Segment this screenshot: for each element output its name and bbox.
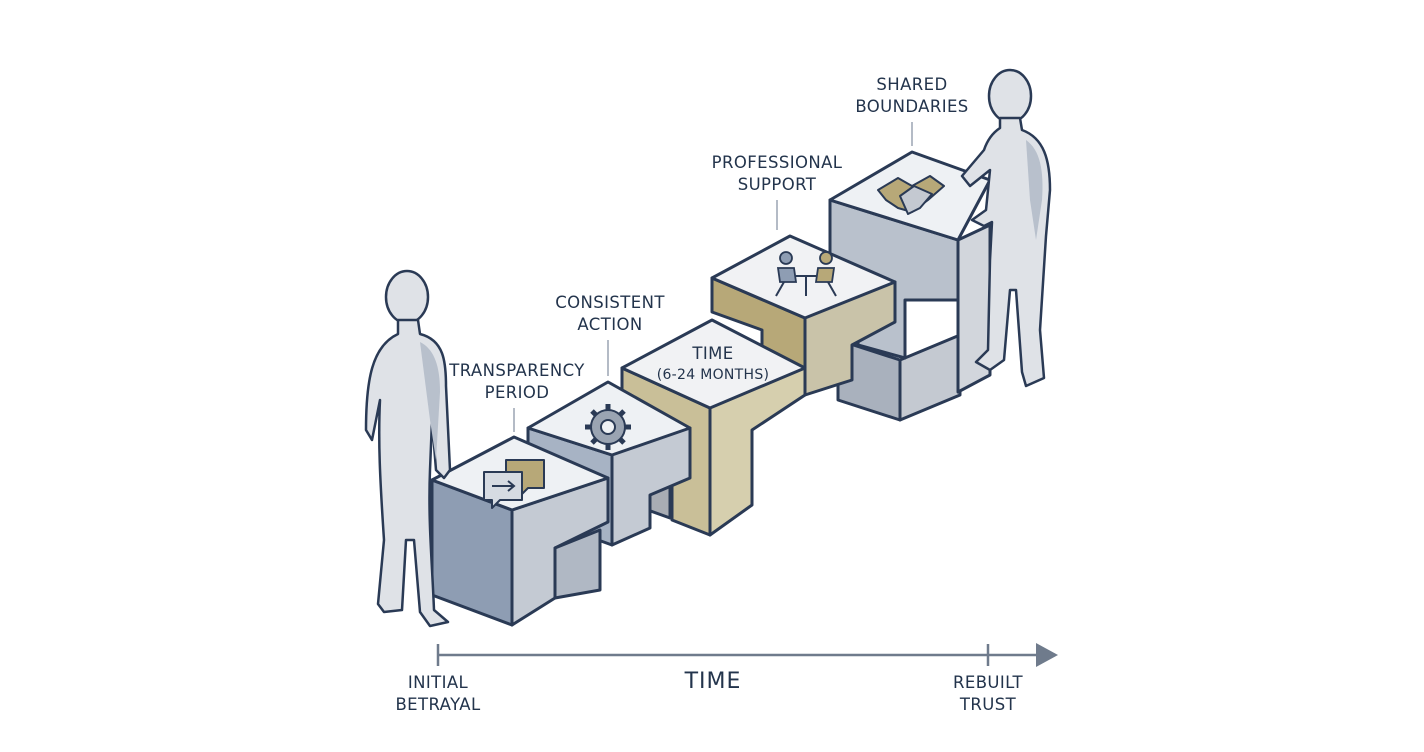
label-line-2: PERIOD (485, 383, 550, 402)
chat-bubbles-icon (483, 459, 545, 509)
label-line-1: TRANSPARENCY (448, 361, 585, 380)
label-line-1: CONSISTENT (555, 293, 665, 312)
gear-icon (585, 404, 631, 450)
label-transparency-period: TRANSPARENCY PERIOD (448, 361, 585, 432)
step-block-transparency-period (430, 435, 610, 627)
timeline-start-label: INITIAL BETRAYAL (395, 673, 481, 714)
label-professional-support: PROFESSIONAL SUPPORT (712, 153, 843, 230)
label-shared-boundaries: SHARED BOUNDARIES (855, 75, 968, 146)
label-line-1: INITIAL (408, 673, 469, 692)
label-time-months: TIME (6-24 MONTHS) (657, 344, 770, 383)
timeline-axis (436, 643, 1058, 667)
timeline-title: TIME (684, 669, 742, 694)
label-line-2: TRUST (959, 695, 1017, 714)
person-right-figure (960, 68, 1052, 388)
label-line-2: ACTION (577, 315, 642, 334)
label-line-1: PROFESSIONAL (712, 153, 843, 172)
step-block-professional-support (710, 234, 897, 397)
label-consistent-action: CONSISTENT ACTION (555, 293, 665, 376)
label-line-2: SUPPORT (738, 175, 817, 194)
timeline-end-label: REBUILT TRUST (953, 673, 1023, 714)
label-line-1: TIME (691, 344, 733, 363)
label-line-1: REBUILT (953, 673, 1023, 692)
handshake-icon (877, 175, 945, 215)
label-line-1: SHARED (876, 75, 947, 94)
label-line-2: BOUNDARIES (855, 97, 968, 116)
counseling-session-icon (775, 251, 837, 297)
label-line-2: (6-24 MONTHS) (657, 367, 770, 383)
timeline-arrowhead (1036, 643, 1058, 667)
person-left-figure (364, 269, 452, 628)
label-line-2: BETRAYAL (395, 695, 481, 714)
